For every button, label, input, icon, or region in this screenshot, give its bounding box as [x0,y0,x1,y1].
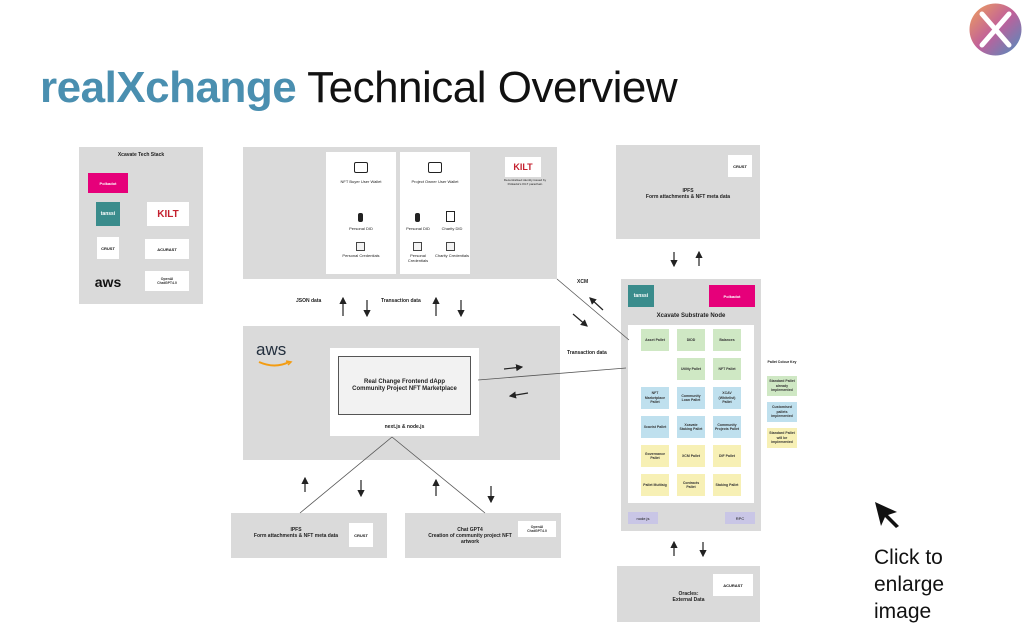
key-item-green: Standard Pallet already implemented [767,376,797,396]
aws-panel: aws Real Change Frontend dApp Community … [243,326,560,460]
pallet-item: Utility Pallet [677,358,705,380]
charity-did: Charity DID [441,226,463,231]
pallet-item: Contracts Pallet [677,474,705,496]
substrate-title: Xcavate Substrate Node [656,313,726,319]
pallet-item: XCAV (Whitelist) Pallet [713,387,741,409]
wallet-icon [354,162,368,173]
cursor-arrow-icon [875,502,899,528]
chatgpt-label: Chat GPT4 [457,527,483,533]
pallet-item: NFT Marketplace Pallet [641,387,669,409]
frontend-tech: next.js & node.js [384,424,425,430]
pallet-item: Xcavist Pallet [641,416,669,438]
edge-label-transaction-2: Transaction data [567,350,607,356]
frontend-line2: Community Project NFT Marketplace [352,386,457,392]
credential-icon [413,242,422,251]
pallet-item: Pallet Multisig [641,474,669,496]
pallet-item: Governance Pallet [641,445,669,467]
owner-credentials: Personal Credentials [407,253,429,263]
oracles-panel: ACURAST Oracles: External Data [617,566,760,622]
crust-logo: CRUST [97,237,119,259]
pallet-item: NFT Pallet [713,358,741,380]
oracles-label: Oracles: [678,591,699,597]
ipfs-bottom-label: IPFS [290,527,302,533]
credential-icon [446,242,455,251]
polkadot-logo: Polkadot [709,285,755,307]
crust-logo: CRUST [349,523,373,547]
ipfs-bottom-sub: Form attachments & NFT meta data [253,533,339,539]
acurast-logo: ACURAST [713,574,753,596]
oracles-sub: External Data [672,597,705,603]
pallet-item: XCM Pallet [677,445,705,467]
substrate-panel: tanssi Polkadot Xcavate Substrate Node A… [621,279,761,531]
identity-panel: NFT Buyer User Wallet Personal DID Perso… [243,147,557,279]
edge-label-xcm: XCM [577,279,589,285]
pallet-key-title: Pallet Colour Key [767,360,797,364]
buyer-did: Personal DID [349,226,373,231]
person-icon [415,213,420,222]
pallet-item: DIF Pallet [713,445,741,467]
pallet-item: Community Projects Pallet [713,416,741,438]
frontend-card: Real Change Frontend dApp Community Proj… [330,348,479,436]
wallet-icon [428,162,442,173]
key-item-yellow: Standard Pallet will be implemented [767,428,797,448]
polkadot-logo: Polkadot [88,173,128,193]
buyer-wallet-card: NFT Buyer User Wallet Personal DID Perso… [326,152,396,274]
crust-logo: CRUST [728,155,752,177]
buyer-credentials: Personal Credentials [342,253,380,258]
pallet-item: Asset Pallet [641,329,669,351]
tech-stack-heading: Xcavate Tech Stack [117,152,165,158]
ipfs-top-sub: Form attachments & NFT meta data [645,194,731,200]
xcavate-logo [968,2,1023,57]
edge-label-json: JSON data [296,298,322,304]
key-item-blue: Customised pallets implemented [767,402,797,422]
person-icon [358,213,363,222]
tanssi-logo: tanssi [96,202,120,226]
pallet-item: Community Loan Pallet [677,387,705,409]
edge-label-transaction-1: Transaction data [381,298,421,304]
owner-wallet-title: Project Owner User Wallet [411,179,459,184]
kilt-badge: KILT [505,157,541,177]
tanssi-logo: tanssi [628,285,654,307]
pallet-key: Pallet Colour Key Standard Pallet alread… [765,360,799,454]
owner-wallet-card: Project Owner User Wallet Personal DID C… [400,152,470,274]
owner-did: Personal DID [406,226,430,231]
frontend-line1: Real Change Frontend dApp [364,379,445,385]
pallet-item: Staking Pallet [713,474,741,496]
aws-logo: aws [94,274,122,290]
building-icon [446,211,455,222]
buyer-wallet-title: NFT Buyer User Wallet [340,179,382,184]
tech-stack-panel: Xcavate Tech Stack Polkadot tanssi KILT … [79,147,203,304]
ipfs-top-panel: CRUST IPFS Form attachments & NFT meta d… [616,145,760,239]
aws-logo: aws [256,341,296,371]
pallet-item: Balances [713,329,741,351]
credential-icon [356,242,365,251]
click-to-enlarge-text[interactable]: Click to enlarge image [874,546,945,623]
ipfs-bottom-panel: IPFS Form attachments & NFT meta data CR… [231,513,387,558]
rpc-tag: RPC [725,512,755,524]
pallet-item: Xcavate Staking Pallet [677,416,705,438]
kilt-logo: KILT [147,202,189,226]
frontend-inner-box: Real Change Frontend dApp Community Proj… [338,356,471,415]
ipfs-top-label: IPFS [682,188,694,194]
charity-credentials: Charity Credentials [435,253,470,258]
page-title: realXchange Technical Overview [40,63,678,112]
node-js-tag: node.js [628,512,658,524]
kilt-note: Decentralised identity issued by Polkado… [503,178,547,186]
chatgpt-sub: Creation of community project NFT artwor… [428,533,512,545]
chatgpt-panel: Chat GPT4 Creation of community project … [405,513,561,558]
pallet-item: DIDD [677,329,705,351]
acurast-logo: ACURAST [145,239,189,259]
